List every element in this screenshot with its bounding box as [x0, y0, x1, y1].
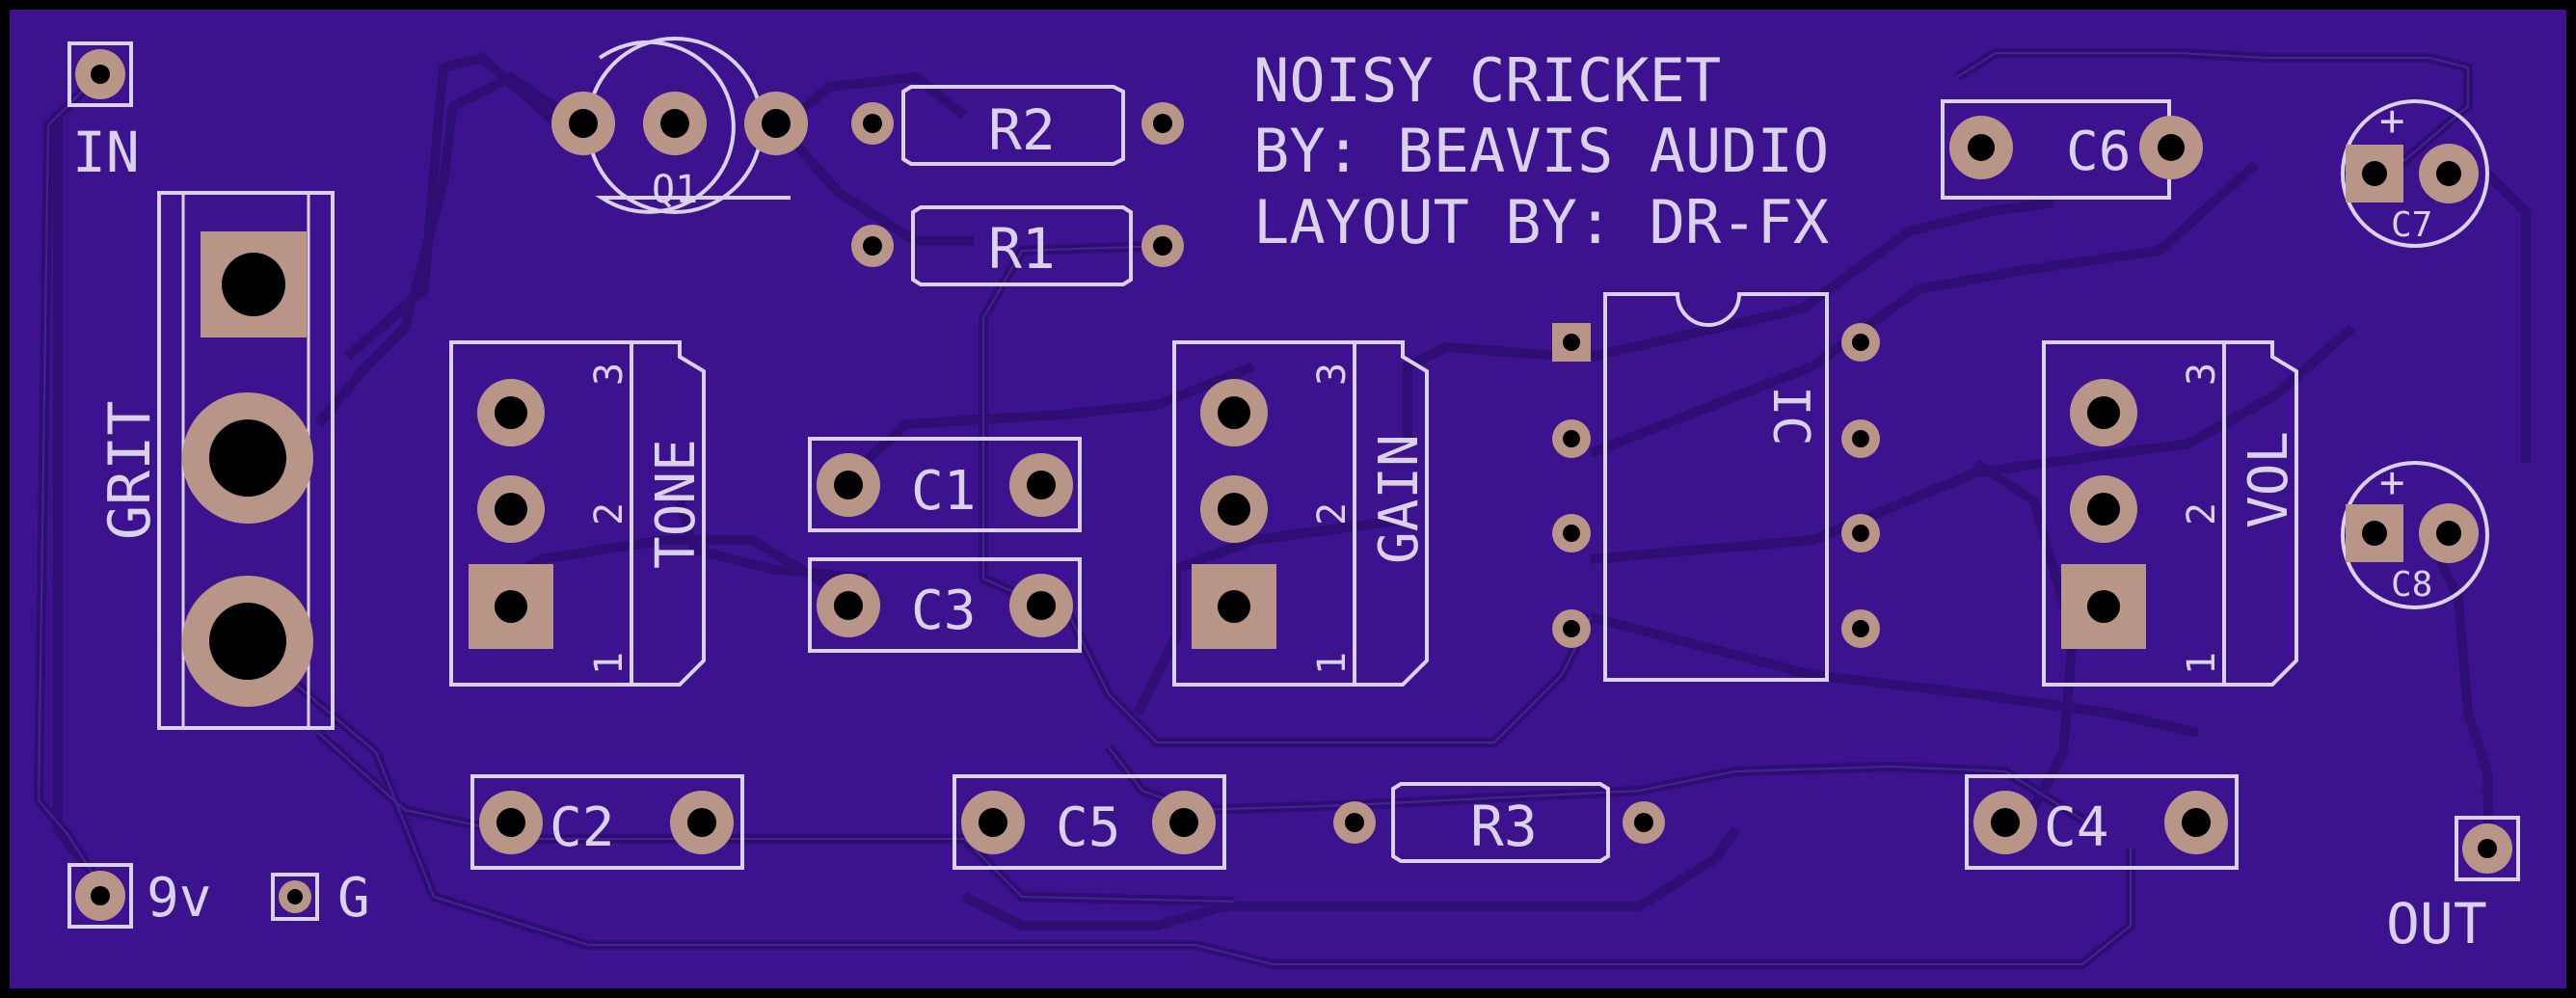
- c6-capacitor: [1941, 99, 2203, 200]
- tone-label: TONE: [645, 439, 708, 569]
- q1-label: Q1: [652, 168, 698, 212]
- r1-resistor: [851, 205, 1184, 286]
- c5-label: C5: [1056, 796, 1120, 859]
- r3-label: R3: [1470, 794, 1538, 859]
- c8-plus: +: [2379, 458, 2405, 507]
- c2-capacitor: [470, 774, 744, 870]
- q1-transistor: [551, 37, 808, 214]
- in-label: IN: [72, 120, 140, 185]
- in-connector: [67, 41, 133, 107]
- c4-capacitor: [1965, 774, 2239, 870]
- vol-pin1: 1: [2180, 652, 2224, 675]
- title-line-3: LAYOUT BY: DR-FX: [1253, 187, 1829, 257]
- c8-label: C8: [2391, 565, 2432, 605]
- power-pad: [67, 863, 133, 929]
- c1-label: C1: [911, 460, 976, 523]
- grit-label: GRIT: [96, 401, 164, 541]
- ground-pad: [271, 873, 319, 921]
- vol-label: VOL: [2238, 431, 2300, 528]
- r2-label: R2: [988, 97, 1056, 163]
- out-label: OUT: [2386, 891, 2487, 957]
- r3-resistor: [1333, 782, 1665, 863]
- gain-pin1: 1: [1310, 652, 1355, 675]
- tone-pin1: 1: [587, 652, 631, 675]
- grit-pot: [157, 191, 335, 730]
- r1-label: R1: [988, 216, 1056, 282]
- tone-pot: [449, 340, 706, 687]
- c3-label: C3: [911, 580, 976, 642]
- r2-resistor: [851, 85, 1184, 166]
- gain-pot: [1172, 340, 1429, 687]
- c6-label: C6: [2066, 121, 2131, 183]
- tone-pin2: 2: [587, 502, 631, 526]
- c7-capacitor: [2341, 99, 2489, 248]
- ground-label: G: [337, 867, 370, 930]
- c5-capacitor: [953, 774, 1226, 870]
- ic-dip8: [1552, 292, 1880, 682]
- title-line-2: BY: BEAVIS AUDIO: [1253, 116, 1829, 186]
- c3-capacitor: [808, 557, 1082, 653]
- c7-plus: +: [2379, 96, 2405, 146]
- tone-pin3: 3: [587, 363, 631, 386]
- vol-pot: [2042, 340, 2298, 687]
- c7-label: C7: [2391, 205, 2432, 245]
- c4-label: C4: [2044, 796, 2108, 859]
- gain-pin3: 3: [1310, 363, 1355, 386]
- gain-pin2: 2: [1310, 502, 1355, 526]
- title-line-1: NOISY CRICKET: [1253, 45, 1721, 116]
- gain-label: GAIN: [1368, 434, 1431, 564]
- ic-label: IC: [1761, 386, 1819, 446]
- vol-pin3: 3: [2180, 363, 2224, 386]
- c8-capacitor: [2341, 461, 2489, 609]
- vol-pin2: 2: [2180, 502, 2224, 526]
- power-label: 9v: [147, 867, 211, 930]
- c2-label: C2: [550, 796, 614, 859]
- c1-capacitor: [808, 437, 1082, 532]
- out-connector: [2455, 816, 2520, 881]
